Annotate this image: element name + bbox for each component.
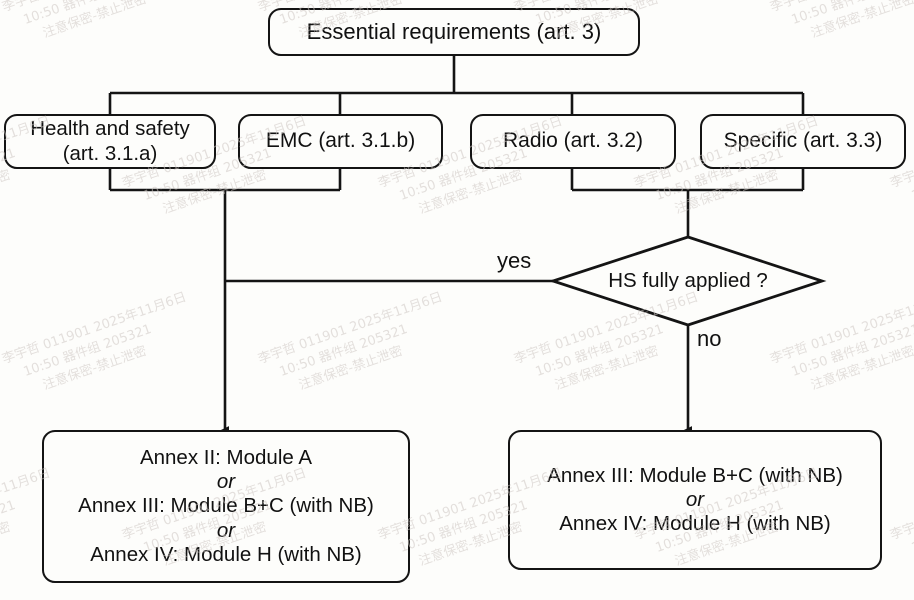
node-left-output-line2: or <box>216 470 236 494</box>
edge-label-yes: yes <box>497 248 532 273</box>
node-decision-label: HS fully applied ? <box>608 269 768 292</box>
node-left-output-label: Annex II: Module A or Annex III: Module … <box>78 446 374 567</box>
node-specific-label: Specific (art. 3.3) <box>723 129 883 153</box>
node-radio[interactable]: Radio (art. 3.2) <box>470 114 676 169</box>
node-left-output-line4: or <box>216 518 236 542</box>
node-essential-requirements-label: Essential requirements (art. 3) <box>306 19 602 45</box>
node-decision-hs-fully-applied[interactable]: HS fully applied ? <box>553 237 823 325</box>
node-right-output-line2: or <box>685 487 705 511</box>
node-right-output-line3: Annex IV: Module H (with NB) <box>559 512 831 536</box>
node-radio-label: Radio (art. 3.2) <box>502 129 644 153</box>
node-left-output-modules[interactable]: Annex II: Module A or Annex III: Module … <box>42 430 410 583</box>
node-health-and-safety-line1: Health and safety <box>30 117 190 141</box>
node-health-and-safety-line2: (art. 3.1.a) <box>62 141 158 165</box>
edge-label-no: no <box>697 326 722 351</box>
node-essential-requirements[interactable]: Essential requirements (art. 3) <box>268 8 640 56</box>
node-left-output-line5: Annex IV: Module H (with NB) <box>90 542 362 566</box>
node-emc[interactable]: EMC (art. 3.1.b) <box>238 114 443 169</box>
node-left-output-line3: Annex III: Module B+C (with NB) <box>78 494 374 518</box>
node-emc-label: EMC (art. 3.1.b) <box>265 129 416 153</box>
node-right-output-modules[interactable]: Annex III: Module B+C (with NB) or Annex… <box>508 430 882 570</box>
node-right-output-label: Annex III: Module B+C (with NB) or Annex… <box>547 464 843 537</box>
node-health-and-safety[interactable]: Health and safety (art. 3.1.a) <box>4 114 216 169</box>
node-left-output-line1: Annex II: Module A <box>139 446 313 470</box>
node-specific[interactable]: Specific (art. 3.3) <box>700 114 906 169</box>
node-right-output-line1: Annex III: Module B+C (with NB) <box>547 463 843 487</box>
node-health-and-safety-label: Health and safety (art. 3.1.a) <box>30 117 190 165</box>
